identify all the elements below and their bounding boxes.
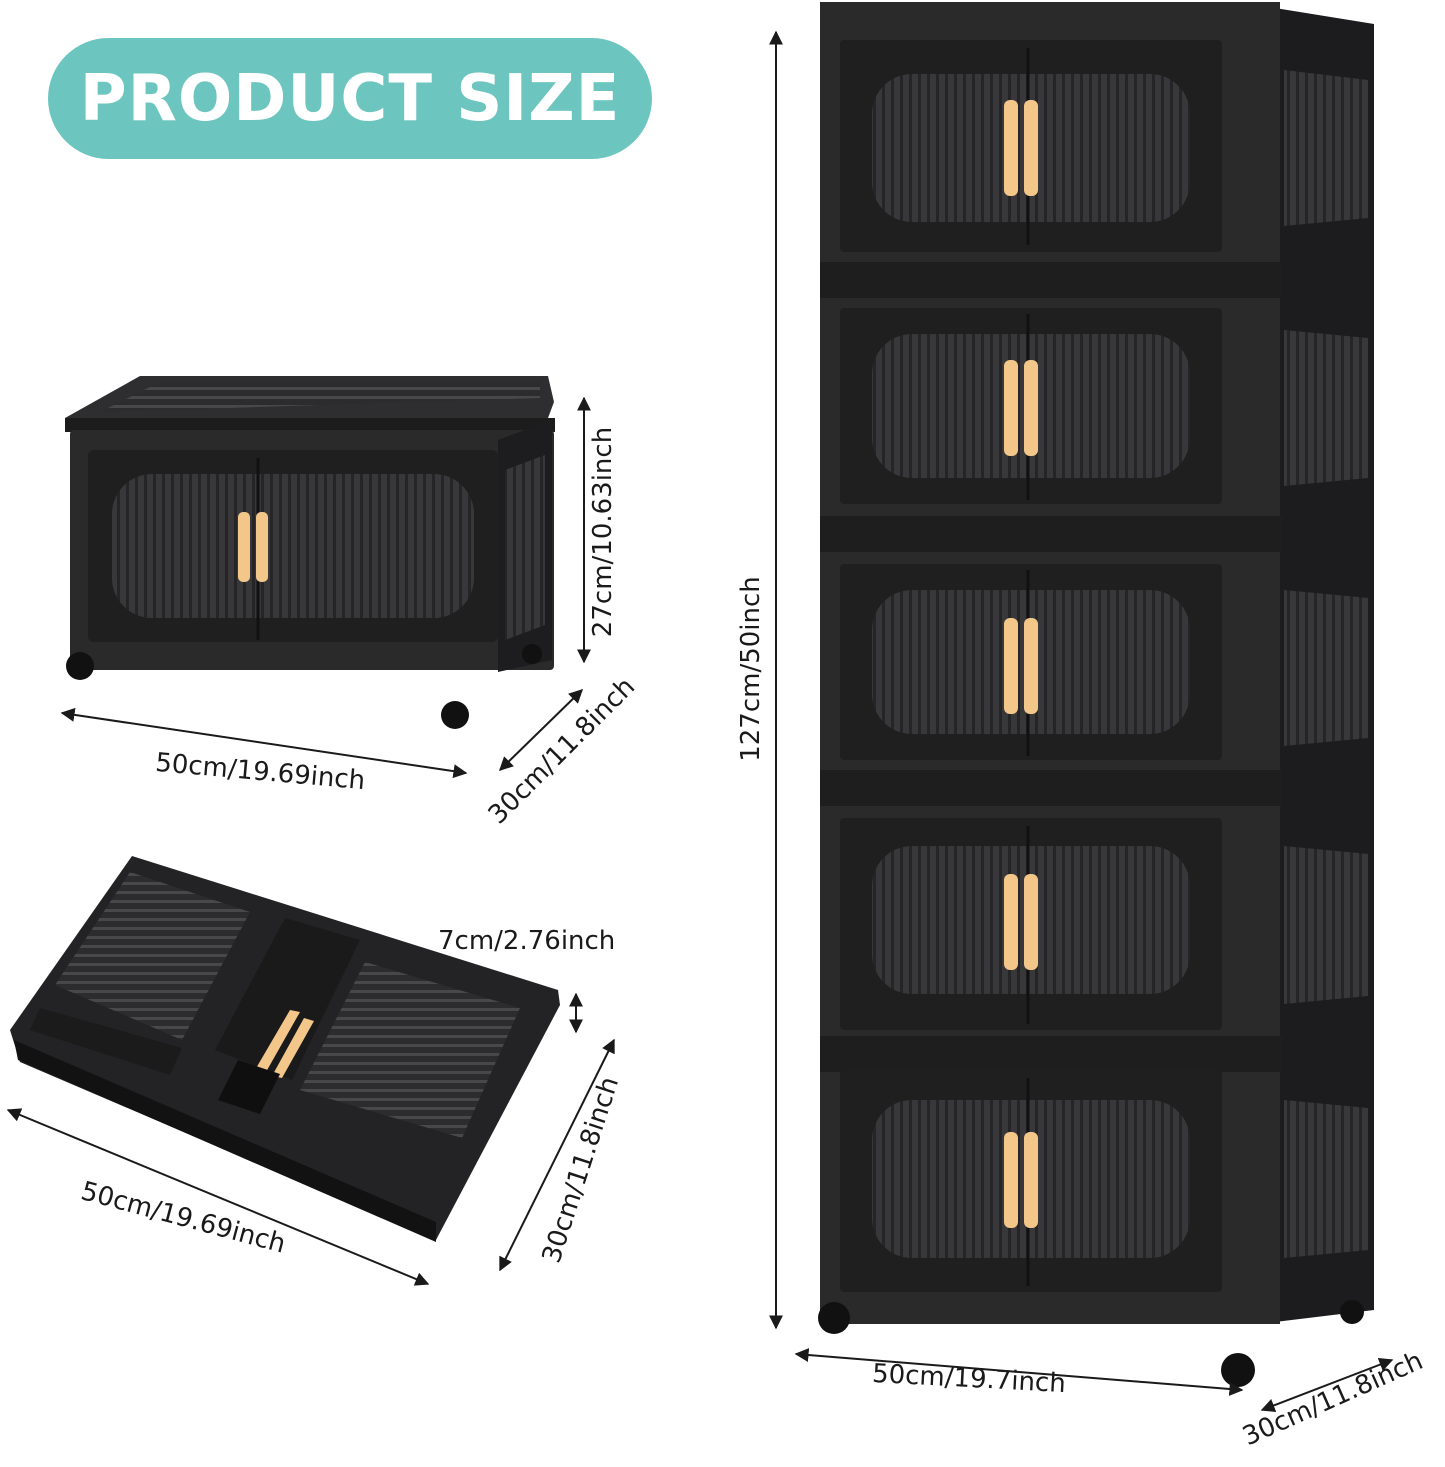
badge-title: PRODUCT SIZE [79, 61, 621, 136]
tower-width-line [794, 1348, 1244, 1396]
product-size-badge: PRODUCT SIZE [48, 38, 652, 159]
tower-height-label: 127cm/50inch [735, 576, 766, 762]
tower-depth-line [1260, 1357, 1394, 1413]
folded-thickness-label: 7cm/2.76inch [438, 926, 616, 956]
single-width-line [60, 707, 468, 779]
five-tier-tower [818, 2, 1374, 1387]
folded-width-line [6, 1108, 430, 1286]
single-height-label: 27cm/10.63inch [588, 426, 619, 638]
single-depth-line [498, 689, 584, 771]
single-storage-box [65, 376, 555, 729]
folded-depth-line [499, 1038, 615, 1272]
